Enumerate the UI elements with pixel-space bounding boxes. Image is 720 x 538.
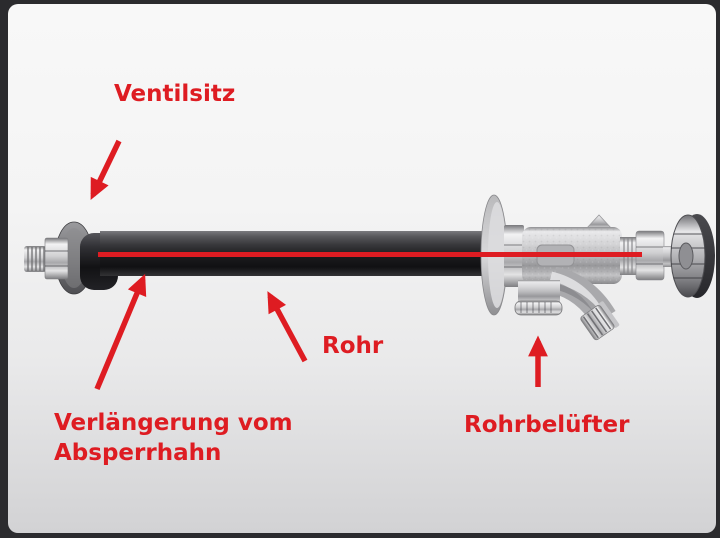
flow-line <box>98 252 642 257</box>
vacuum-breaker <box>514 280 563 316</box>
label-verlaengerung: Verlängerung vom Absperrhahn <box>54 410 301 466</box>
ventilsitz-arrow <box>90 139 122 200</box>
label-rohr: Rohr <box>322 333 384 359</box>
label-rohrbeluefter: Rohrbelüfter <box>464 412 630 438</box>
spout-thread <box>580 301 620 341</box>
hex-nut <box>44 237 69 280</box>
supply-thread <box>24 246 47 272</box>
valve-body <box>504 214 675 287</box>
rohr-arrow <box>267 291 308 363</box>
handle <box>670 214 715 298</box>
verlaengerung-arrow <box>94 273 147 391</box>
body-top-tab <box>585 214 613 230</box>
annotation-arrows <box>90 139 548 391</box>
label-ventilsitz: Ventilsitz <box>114 81 236 107</box>
